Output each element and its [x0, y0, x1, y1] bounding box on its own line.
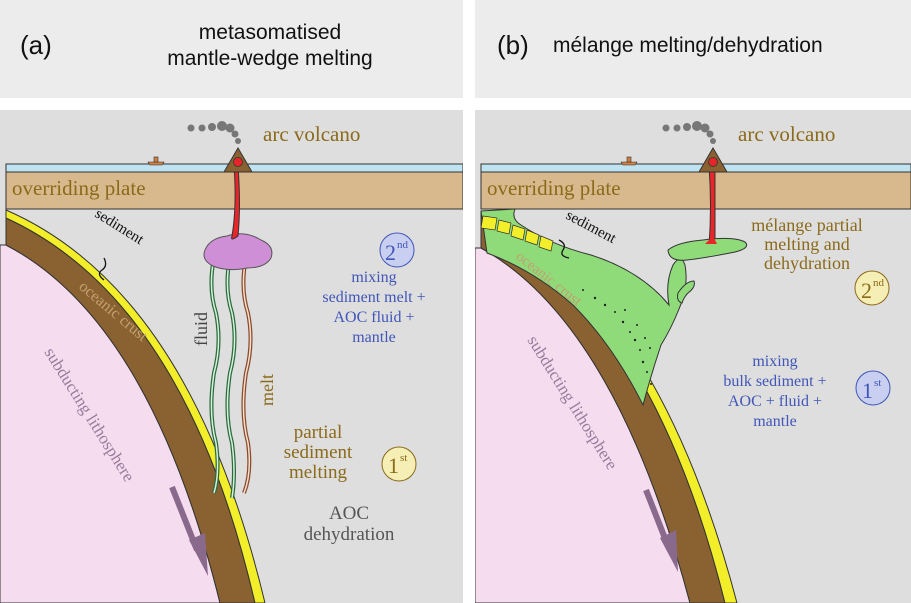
- stage-2-circle: [379, 232, 415, 268]
- panel-a-letter: (a): [20, 30, 52, 60]
- stage-1-sup: st: [874, 377, 881, 389]
- stage-2-number: 2: [861, 278, 872, 303]
- subduction-arrow-head: [189, 533, 208, 576]
- overriding-plate-label: overriding plate: [12, 176, 146, 200]
- mixing-line2: sediment melt +: [322, 289, 425, 306]
- aoc-dehydration-text: AOC dehydration: [304, 503, 395, 545]
- melange-line1: mélange partial: [751, 215, 862, 235]
- partial-line1: partial: [294, 422, 343, 443]
- mixing-line2: bulk sediment +: [723, 373, 826, 390]
- melange-zone: [480, 208, 687, 407]
- fluid-path-2-inner: [226, 257, 236, 499]
- melange-text: mélange partial melting and dehydration: [751, 215, 862, 273]
- stage-1-sup: st: [400, 452, 407, 464]
- aoc-line2: dehydration: [304, 524, 395, 545]
- boat-icon: [620, 156, 638, 166]
- stage-1-number: 1: [862, 378, 873, 403]
- sediment-blocks: [480, 215, 554, 252]
- sediment-pointer: [558, 239, 570, 259]
- fluid-label: fluid: [191, 312, 211, 346]
- panel-a-title: metasomatised mantle-wedge melting: [110, 20, 430, 72]
- overriding-plate: [480, 171, 911, 210]
- panel-b-letter: (b): [497, 30, 529, 60]
- mixing-line1: mixing: [351, 269, 396, 286]
- melt-label: melt: [257, 374, 277, 406]
- panel-a-title-line1: metasomatised: [198, 21, 342, 44]
- partial-line3: melting: [289, 462, 348, 483]
- melange-line3: dehydration: [764, 253, 850, 273]
- subduction-arrow-head: [660, 530, 678, 572]
- magma-conduit: [231, 165, 240, 240]
- mixing-line3: AOC + fluid +: [728, 393, 822, 410]
- mixing-line3: AOC fluid +: [333, 309, 414, 326]
- fluid-path-1-inner: [210, 257, 220, 494]
- smoke-icon: [662, 121, 716, 144]
- mixing-text: mixing bulk sediment + AOC + fluid + man…: [723, 353, 826, 430]
- melange-speckles: [582, 289, 652, 385]
- partial-line2: sediment: [284, 442, 353, 463]
- panel-a-title-line2: mantle-wedge melting: [167, 47, 373, 70]
- melange-line2: melting and: [764, 234, 849, 254]
- panel-b-title: mélange melting/dehydration: [553, 34, 823, 57]
- stage-1-number: 1: [388, 453, 399, 478]
- arc-volcano-label: arc volcano: [263, 122, 360, 146]
- panel-a-header: (a) metasomatised mantle-wedge melting: [0, 0, 463, 98]
- mixing-text: mixing sediment melt + AOC fluid + mantl…: [322, 269, 425, 346]
- sediment-layer: [5, 209, 266, 603]
- panel-b-diagram: arc volcano overriding plate sediment oc…: [475, 110, 911, 603]
- melange-drop: [677, 280, 695, 304]
- arc-volcano-label: arc volcano: [738, 122, 835, 146]
- conduit-base: [705, 236, 717, 244]
- stage-2-sup: nd: [873, 277, 885, 289]
- smoke-icon: [187, 121, 241, 144]
- volcano-magma: [708, 157, 718, 167]
- stage-1-circle: [381, 446, 417, 482]
- partial-melting-text: partial sediment melting: [284, 422, 353, 483]
- stage-2-sup: nd: [397, 239, 409, 251]
- magma-blob: [203, 233, 273, 271]
- melange-diapir: [667, 237, 748, 261]
- mixing-line4: mantle: [352, 329, 396, 346]
- overriding-plate-label: overriding plate: [487, 176, 621, 200]
- mixing-line1: mixing: [752, 353, 797, 370]
- volcano-magma: [233, 157, 243, 167]
- sea-layer: [480, 163, 911, 173]
- stage-1-circle: [855, 370, 891, 406]
- stage-2-circle: [854, 270, 890, 306]
- aoc-line1: AOC: [329, 503, 369, 524]
- panel-b-header: (b) mélange melting/dehydration: [475, 0, 911, 98]
- panel-a-diagram: arc volcano overriding plate sediment oc…: [0, 110, 463, 603]
- melt-path-inner: [242, 257, 252, 494]
- sediment-pointer: [98, 257, 107, 281]
- stage-2-number: 2: [385, 240, 396, 265]
- boat-icon: [147, 156, 165, 166]
- mixing-line4: mantle: [753, 413, 797, 430]
